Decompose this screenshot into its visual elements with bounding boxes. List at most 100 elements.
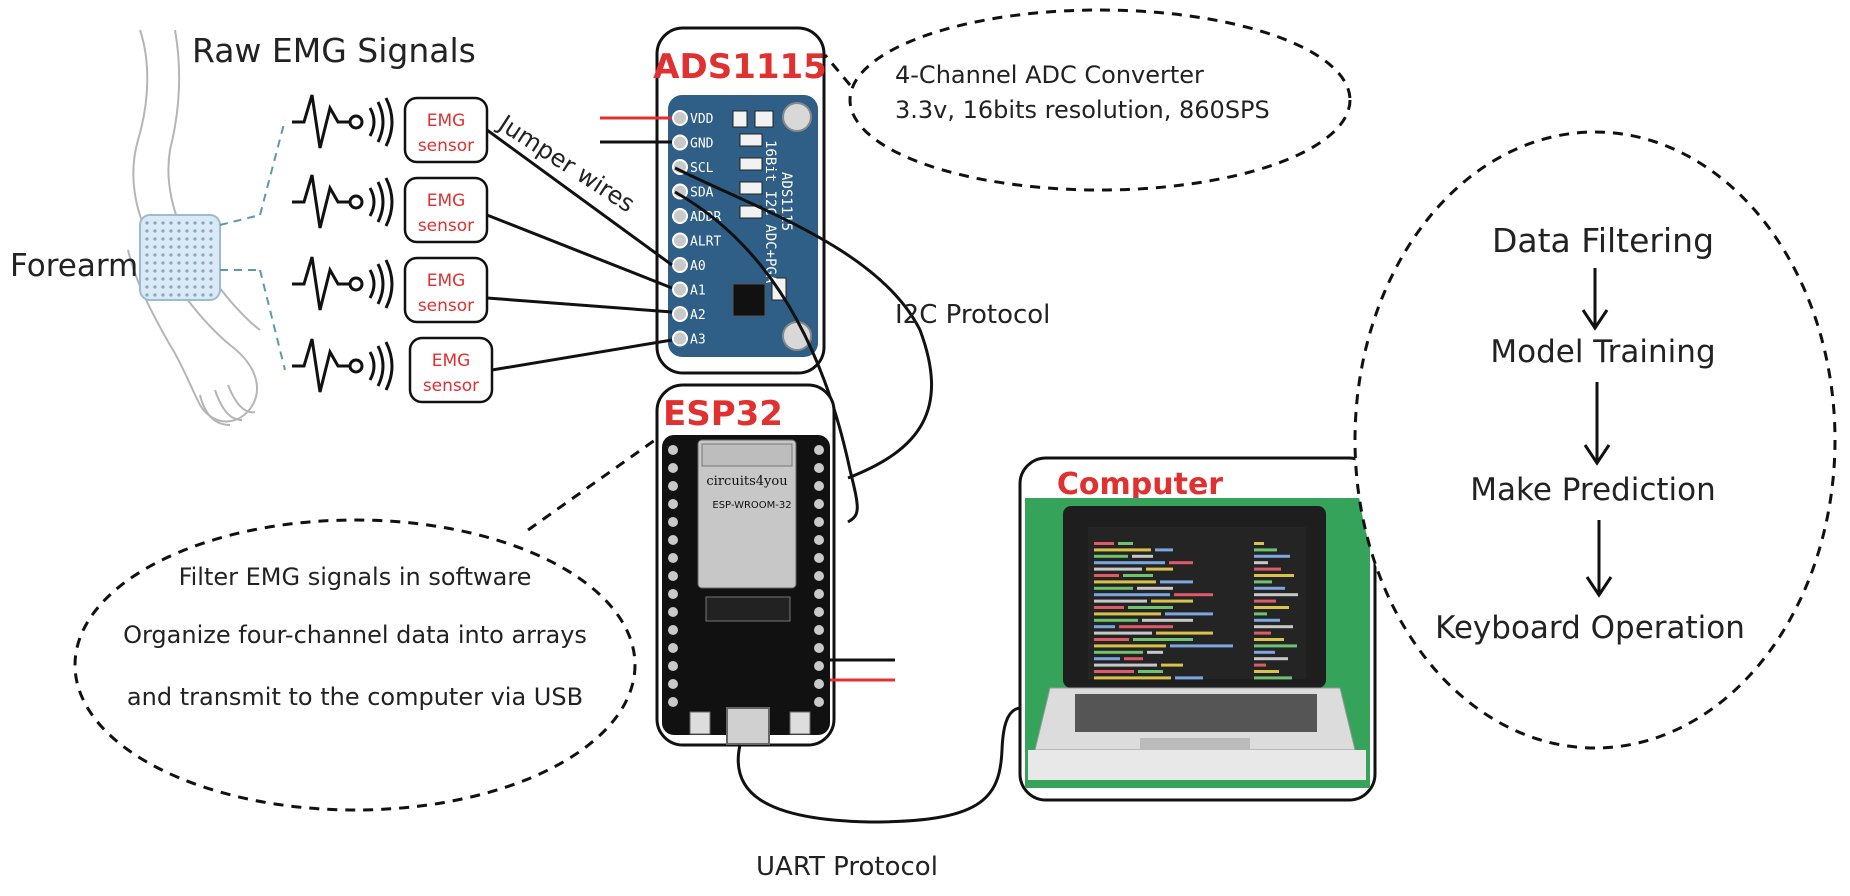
- esp32-title: ESP32: [663, 394, 783, 434]
- pipeline-step-3: Make Prediction: [1470, 472, 1716, 508]
- band-dot: [145, 237, 149, 241]
- code-token: [1132, 554, 1153, 558]
- code-token: [1094, 657, 1120, 661]
- emg-sensor-4-line1: EMG: [432, 351, 471, 371]
- laptop-bottom-edge: [1028, 750, 1366, 780]
- code-token: [1254, 631, 1271, 635]
- band-dot: [193, 285, 197, 289]
- band-dot: [169, 253, 173, 257]
- ads-spec-bubble: 4-Channel ADC Converter 3.3v, 16bits res…: [823, 8, 1352, 192]
- esp-pin: [668, 571, 678, 581]
- esp-pin: [668, 661, 678, 671]
- emg-sensor-2: EMG sensor: [403, 176, 489, 244]
- band-dot: [145, 277, 149, 281]
- band-dot: [185, 277, 189, 281]
- band-dot: [177, 237, 181, 241]
- esp-pin: [668, 607, 678, 617]
- electrode-band: [139, 214, 221, 301]
- code-token: [1254, 657, 1288, 661]
- band-dot: [145, 293, 149, 297]
- code-token: [1128, 606, 1173, 609]
- code-token: [1155, 548, 1173, 552]
- band-dot: [201, 261, 205, 265]
- code-token: [1137, 586, 1173, 590]
- band-dot: [161, 261, 165, 265]
- esp-pin: [814, 535, 824, 545]
- ads-pin-hole: [672, 306, 688, 322]
- code-token: [1094, 663, 1157, 667]
- ads-spec-line-1: 4-Channel ADC Converter: [895, 61, 1204, 89]
- code-lines: [1094, 542, 1298, 680]
- band-dot: [161, 293, 165, 297]
- band-dot: [209, 237, 213, 241]
- code-token: [1142, 618, 1193, 622]
- esp-function-line-3: and transmit to the computer via USB: [127, 683, 583, 711]
- ads-pin-hole: [672, 281, 688, 298]
- band-dot: [177, 261, 181, 265]
- esp32-module-name: ESP-WROOM-32: [712, 500, 791, 511]
- forearm-illustration: [127, 29, 261, 426]
- code-token: [1161, 663, 1183, 667]
- code-token: [1254, 638, 1284, 641]
- ads1115-chip: [732, 283, 766, 317]
- emg-sensor-4: EMG sensor: [408, 336, 494, 404]
- code-token: [1094, 586, 1133, 590]
- band-dot: [201, 285, 205, 289]
- code-token: [1254, 574, 1294, 577]
- band-dot: [169, 221, 173, 225]
- ads-pin-label: SCL: [690, 161, 714, 176]
- code-token: [1094, 670, 1134, 673]
- code-token: [1169, 561, 1193, 565]
- ads1115-title: ADS1115: [653, 47, 827, 87]
- code-token: [1094, 599, 1147, 603]
- esp-pin: [668, 517, 678, 527]
- pipeline-step-1: Data Filtering: [1492, 221, 1714, 260]
- ads-pin-label: A3: [690, 333, 706, 348]
- code-token: [1254, 542, 1264, 545]
- code-token: [1094, 561, 1165, 565]
- band-dot: [145, 261, 149, 265]
- code-token: [1254, 548, 1277, 552]
- esp-pin: [668, 535, 678, 545]
- band-dot: [177, 285, 181, 289]
- band-dot: [193, 277, 197, 281]
- ads-pin-label: ADDR: [690, 210, 721, 225]
- emg-sensor-1-line2: sensor: [418, 136, 474, 156]
- band-dot: [169, 269, 173, 273]
- code-token: [1254, 599, 1276, 603]
- code-token: [1175, 676, 1203, 680]
- pipeline-arrows: [1581, 268, 1613, 598]
- code-token: [1254, 586, 1285, 590]
- ads-spec-line-2: 3.3v, 16bits resolution, 860SPS: [895, 96, 1270, 124]
- band-dot: [161, 237, 165, 241]
- emg-sensor-2-line2: sensor: [418, 216, 474, 236]
- code-token: [1254, 644, 1297, 648]
- code-token: [1254, 580, 1272, 584]
- code-token: [1254, 650, 1275, 654]
- band-dot: [177, 221, 181, 225]
- emg-sensor-3-line1: EMG: [427, 271, 466, 291]
- esp-function-line-2: Organize four-channel data into arrays: [123, 621, 587, 649]
- band-dot: [161, 269, 165, 273]
- band-dot: [161, 285, 165, 289]
- band-dot: [169, 285, 173, 289]
- code-token: [1147, 650, 1163, 654]
- esp-pin: [668, 463, 678, 473]
- emg-sensor-2-line1: EMG: [427, 191, 466, 211]
- esp-pin: [814, 571, 824, 581]
- band-dot: [161, 253, 165, 257]
- code-token: [1094, 580, 1156, 584]
- band-dot: [209, 261, 213, 265]
- pipeline-step-4: Keyboard Operation: [1435, 610, 1745, 646]
- esp-pin: [814, 481, 824, 491]
- esp-pin: [814, 625, 824, 635]
- band-dot: [161, 229, 165, 233]
- code-token: [1094, 574, 1119, 577]
- band-dot: [177, 229, 181, 233]
- code-token: [1094, 644, 1166, 648]
- band-dot: [153, 245, 157, 249]
- esp-pin: [814, 697, 824, 707]
- band-dot: [185, 245, 189, 249]
- code-token: [1254, 561, 1268, 565]
- code-token: [1165, 612, 1213, 616]
